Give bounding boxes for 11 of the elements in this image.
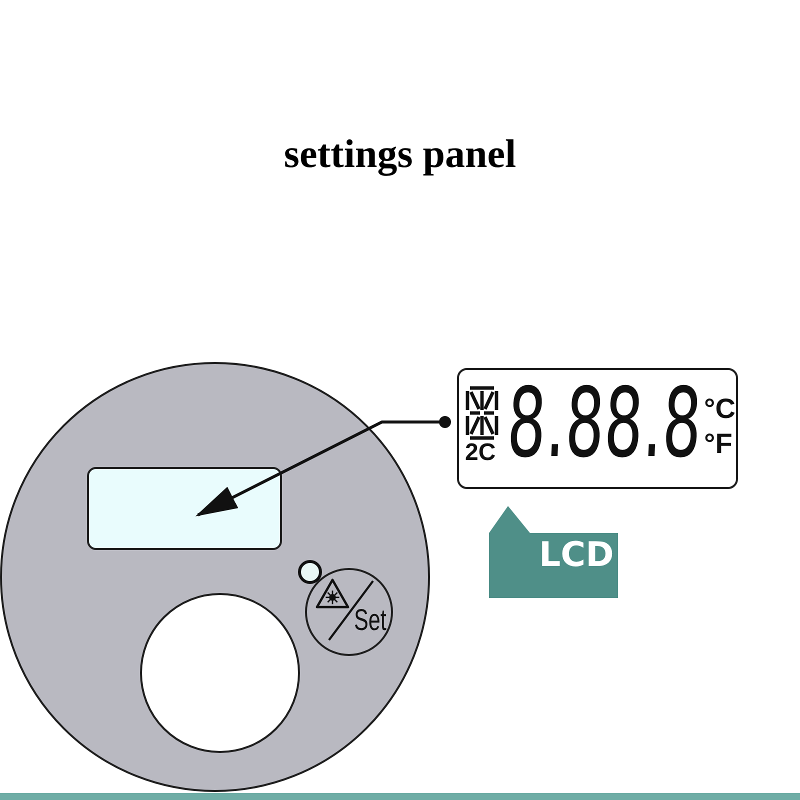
set-button: Set bbox=[305, 568, 393, 656]
digit-readout: 8.88.8 bbox=[506, 387, 704, 464]
unit-label: °C bbox=[704, 395, 736, 423]
callout-tag bbox=[489, 506, 618, 598]
pointer-arrow bbox=[195, 416, 451, 516]
mode-label: 2C bbox=[465, 441, 496, 465]
display-window bbox=[87, 467, 282, 550]
page-title: settings panel bbox=[284, 132, 516, 176]
lcd-display-panel bbox=[457, 368, 738, 489]
unit-label: °F bbox=[704, 430, 732, 458]
tag-label: LCD bbox=[539, 538, 614, 572]
